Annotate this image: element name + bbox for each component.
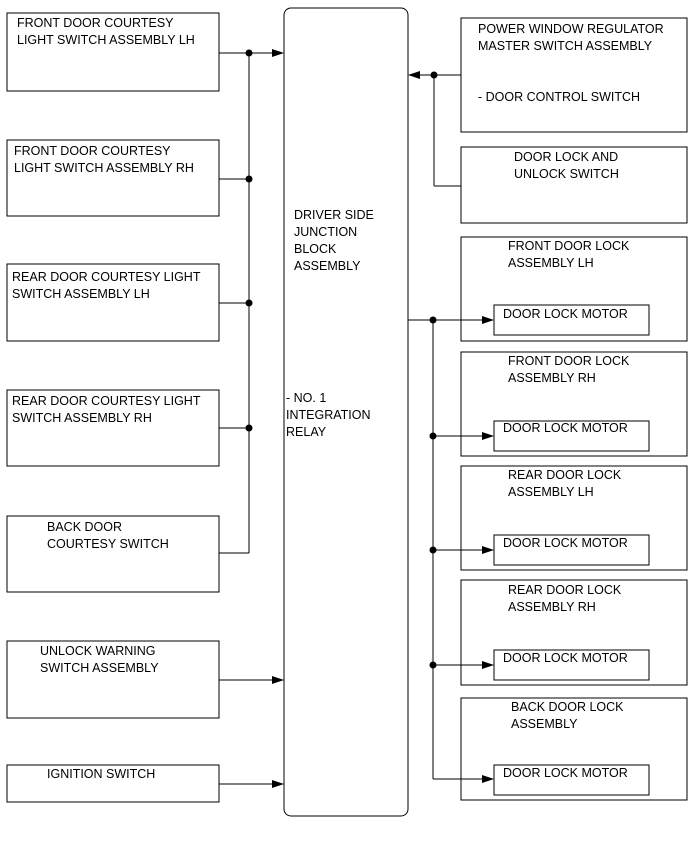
right-output-wiring (408, 316, 494, 783)
right-box-rear-door-lock-lh-line-2: ASSEMBLY LH (508, 485, 594, 499)
right-box-door-lock-unlock-switch-line-1: DOOR LOCK AND (514, 150, 618, 164)
right-box-rear-door-lock-rh-line-1: REAR DOOR LOCK (508, 583, 622, 597)
center-block-line-2: JUNCTION (294, 225, 357, 239)
left-box-back-door-courtesy: BACK DOOR COURTESY SWITCH (6, 515, 220, 593)
right-box-power-window-master: POWER WINDOW REGULATOR MASTER SWITCH ASS… (460, 17, 688, 133)
center-junction-block: DRIVER SIDE JUNCTION BLOCK ASSEMBLY - NO… (283, 7, 409, 817)
right-box-door-lock-unlock-switch-line-2: UNLOCK SWITCH (514, 167, 619, 181)
center-block-subline-1: - NO. 1 (286, 391, 326, 405)
left-box-front-door-lh: FRONT DOOR COURTESY LIGHT SWITCH ASSEMBL… (6, 12, 220, 92)
door-lock-motor-box (493, 304, 650, 336)
door-lock-motor-box (493, 420, 650, 452)
door-lock-motor-box (493, 649, 650, 681)
junction-dot (429, 546, 437, 554)
door-lock-motor-label: DOOR LOCK MOTOR (503, 421, 628, 435)
junction-dot (429, 316, 437, 324)
junction-dot (430, 71, 438, 79)
right-box-front-door-lock-rh-line-2: ASSEMBLY RH (508, 371, 596, 385)
door-lock-motor-box (493, 764, 650, 796)
right-box-rear-door-lock-rh: REAR DOOR LOCK ASSEMBLY RH DOOR LOCK MOT… (460, 579, 688, 686)
left-box-rear-door-lh-line-2: SWITCH ASSEMBLY LH (12, 287, 150, 301)
door-lock-motor-label: DOOR LOCK MOTOR (503, 766, 628, 780)
left-box-rear-door-rh-line-2: SWITCH ASSEMBLY RH (12, 411, 152, 425)
left-box-front-door-rh: FRONT DOOR COURTESY LIGHT SWITCH ASSEMBL… (6, 139, 220, 217)
left-box-front-door-lh-line-1: FRONT DOOR COURTESY (17, 16, 174, 30)
left-box-front-door-lh-line-2: LIGHT SWITCH ASSEMBLY LH (17, 33, 195, 47)
left-box-rear-door-lh-line-1: REAR DOOR COURTESY LIGHT (12, 270, 201, 284)
center-block-line-1: DRIVER SIDE (294, 208, 374, 222)
left-box-front-door-rh-line-2: LIGHT SWITCH ASSEMBLY RH (14, 161, 194, 175)
center-block-subline-2: INTEGRATION (286, 408, 371, 422)
right-box-power-window-master-line-2: MASTER SWITCH ASSEMBLY (478, 39, 653, 53)
left-box-rear-door-lh: REAR DOOR COURTESY LIGHT SWITCH ASSEMBLY… (6, 263, 220, 342)
left-box-unlock-warning-line-2: SWITCH ASSEMBLY (40, 661, 159, 675)
right-box-front-door-lock-lh: FRONT DOOR LOCK ASSEMBLY LH DOOR LOCK MO… (460, 236, 688, 342)
left-box-back-door-courtesy-line-1: BACK DOOR (47, 520, 122, 534)
door-lock-motor-label: DOOR LOCK MOTOR (503, 307, 628, 321)
junction-dot (245, 424, 253, 432)
right-box-back-door-lock-line-1: BACK DOOR LOCK (511, 700, 624, 714)
right-box-rear-door-lock-rh-line-2: ASSEMBLY RH (508, 600, 596, 614)
right-box-power-window-master-subline: - DOOR CONTROL SWITCH (478, 90, 640, 104)
right-box-rear-door-lock-lh: REAR DOOR LOCK ASSEMBLY LH DOOR LOCK MOT… (460, 465, 688, 571)
right-box-front-door-lock-lh-line-1: FRONT DOOR LOCK (508, 239, 630, 253)
center-block-subline-3: RELAY (286, 425, 327, 439)
junction-dot (245, 299, 253, 307)
door-lock-motor-label: DOOR LOCK MOTOR (503, 536, 628, 550)
right-box-back-door-lock-line-2: ASSEMBLY (511, 717, 578, 731)
junction-dot (245, 49, 253, 57)
door-lock-motor-box (493, 534, 650, 566)
door-lock-motor-label: DOOR LOCK MOTOR (503, 651, 628, 665)
right-box-front-door-lock-lh-line-2: ASSEMBLY LH (508, 256, 594, 270)
center-block-line-3: BLOCK (294, 242, 337, 256)
left-box-rear-door-rh: REAR DOOR COURTESY LIGHT SWITCH ASSEMBLY… (6, 389, 220, 467)
left-box-ignition-line-1: IGNITION SWITCH (47, 767, 155, 781)
right-input-wiring (408, 71, 461, 187)
left-box-front-door-rh-line-1: FRONT DOOR COURTESY (14, 144, 171, 158)
junction-dot (429, 661, 437, 669)
right-box-rear-door-lock-lh-line-1: REAR DOOR LOCK (508, 468, 622, 482)
right-box-back-door-lock: BACK DOOR LOCK ASSEMBLY DOOR LOCK MOTOR (460, 697, 688, 801)
junction-dot (245, 175, 253, 183)
junction-dot (429, 432, 437, 440)
right-box-power-window-master-line-1: POWER WINDOW REGULATOR (478, 22, 664, 36)
left-box-back-door-courtesy-line-2: COURTESY SWITCH (47, 537, 169, 551)
left-box-unlock-warning-line-1: UNLOCK WARNING (40, 644, 156, 658)
right-box-front-door-lock-rh-line-1: FRONT DOOR LOCK (508, 354, 630, 368)
right-box-door-lock-unlock-switch: DOOR LOCK AND UNLOCK SWITCH (460, 146, 688, 224)
right-box-front-door-lock-rh: FRONT DOOR LOCK ASSEMBLY RH DOOR LOCK MO… (460, 351, 688, 457)
left-courtesy-bus (219, 49, 284, 554)
center-block-line-4: ASSEMBLY (294, 259, 361, 273)
left-box-unlock-warning: UNLOCK WARNING SWITCH ASSEMBLY (6, 640, 220, 719)
left-box-rear-door-rh-line-1: REAR DOOR COURTESY LIGHT (12, 394, 201, 408)
left-box-ignition: IGNITION SWITCH (6, 764, 220, 803)
